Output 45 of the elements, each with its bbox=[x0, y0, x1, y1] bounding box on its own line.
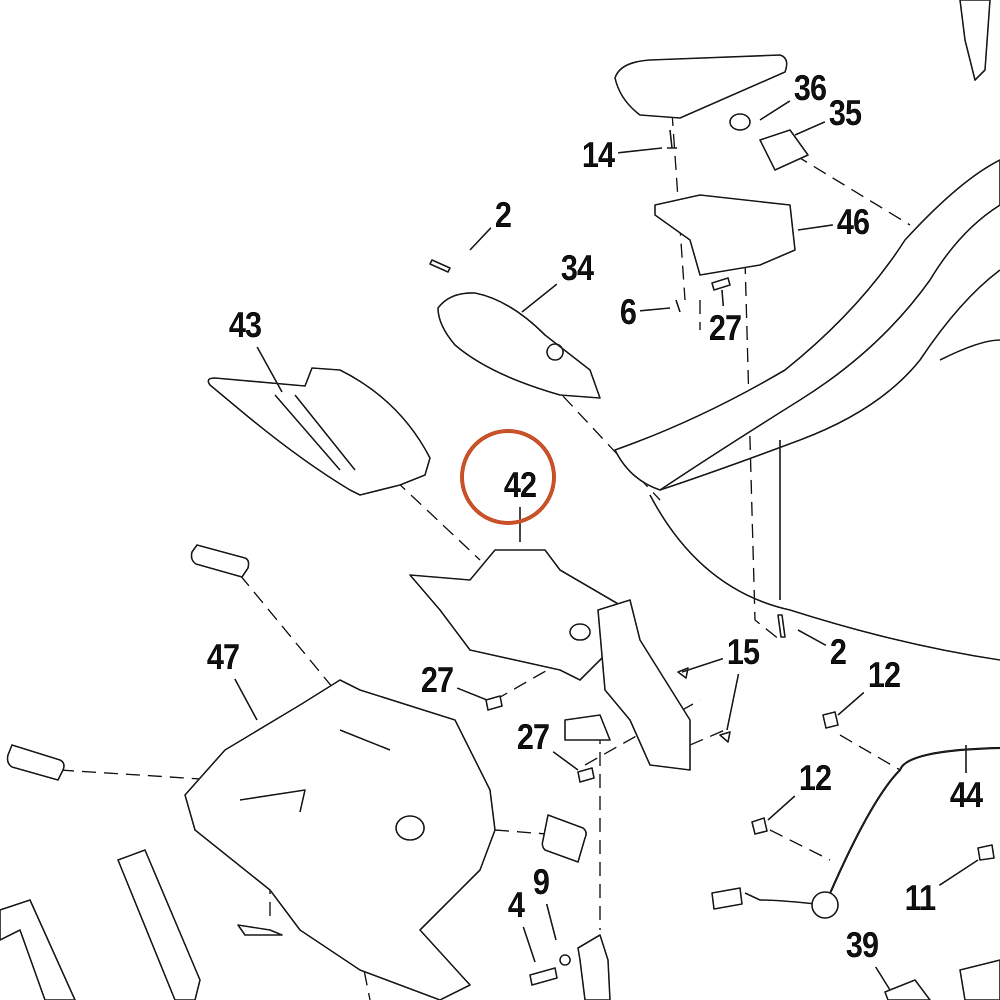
callout-number: 9 bbox=[532, 864, 550, 900]
callout-number: 27 bbox=[516, 719, 550, 755]
leader-line bbox=[469, 227, 492, 251]
leader-line bbox=[682, 658, 724, 673]
leader-line bbox=[456, 687, 488, 701]
callout-number: 11 bbox=[904, 880, 936, 916]
leader-line bbox=[522, 284, 558, 313]
callout-number: 15 bbox=[726, 634, 760, 670]
leader-line bbox=[618, 147, 662, 154]
callout-number: 34 bbox=[560, 250, 594, 286]
callout-number: 43 bbox=[228, 307, 262, 343]
callout-number: 27 bbox=[420, 662, 454, 698]
callout-number: 2 bbox=[830, 634, 846, 670]
leader-line bbox=[794, 121, 826, 136]
leader-line bbox=[760, 100, 790, 121]
callout-number: 27 bbox=[708, 310, 742, 346]
leader-line bbox=[798, 224, 833, 231]
callout-number: 42 bbox=[504, 467, 536, 503]
leader-line bbox=[721, 290, 724, 306]
leader-line bbox=[767, 795, 796, 821]
callout-number: 2 bbox=[494, 197, 512, 233]
leader-line bbox=[522, 926, 536, 962]
leader-line bbox=[938, 859, 978, 886]
leader-line bbox=[875, 966, 891, 990]
leader-line bbox=[837, 692, 864, 716]
callout-number: 47 bbox=[206, 639, 240, 675]
leader-line bbox=[726, 674, 740, 730]
callout-number: 4 bbox=[508, 887, 524, 923]
callout-number: 12 bbox=[868, 657, 900, 693]
callout-number: 36 bbox=[794, 70, 826, 106]
leader-line bbox=[552, 751, 578, 771]
callout-number: 6 bbox=[620, 294, 636, 330]
callout-number: 46 bbox=[836, 204, 870, 240]
callout-number: 39 bbox=[846, 927, 878, 963]
callout-number: 12 bbox=[798, 760, 832, 796]
callout-number: 35 bbox=[828, 95, 862, 131]
leader-line bbox=[256, 346, 283, 392]
callout-number: 14 bbox=[582, 137, 614, 173]
leader-line bbox=[965, 745, 967, 773]
leader-line bbox=[234, 678, 258, 720]
leader-line bbox=[519, 507, 521, 542]
leader-line bbox=[546, 904, 557, 940]
leader-line bbox=[798, 629, 826, 646]
callout-number: 44 bbox=[950, 777, 982, 813]
leader-line bbox=[640, 307, 670, 312]
